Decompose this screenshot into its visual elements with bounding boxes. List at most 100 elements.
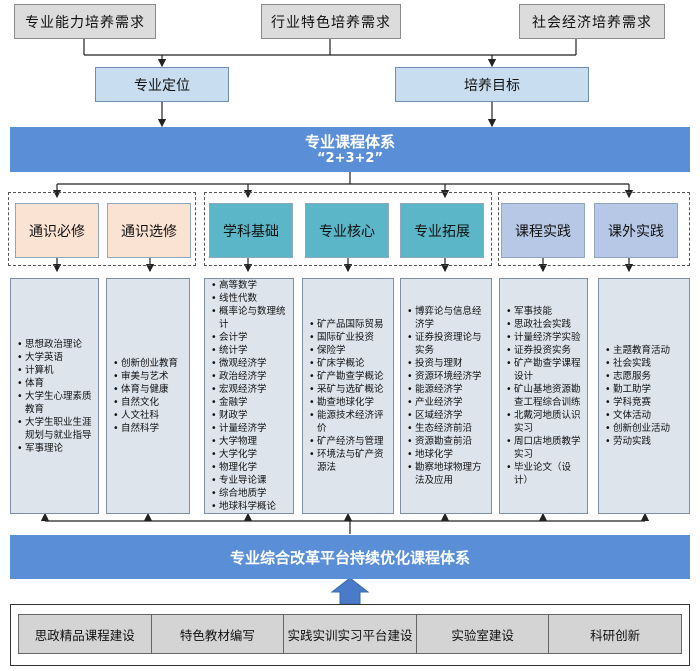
course-item: 矿产经济与管理 [309,435,388,448]
course-item: 勘察地球物理方法及应用 [407,461,486,487]
training-objective: 培养目标 [395,67,589,102]
course-item: 金融学 [211,396,288,409]
course-item: 学科竞赛 [605,396,670,409]
course-item: 主题教育活动 [605,344,670,357]
course-list: 思想政治理论大学英语计算机体育大学生心理素质教育大学生职业生涯规划与就业指导军事… [16,338,93,455]
course-list-major-core: 矿产品国际贸易国际矿业投资保险学矿床学概论矿产勘查学概论采矿与选矿概论勘查地球化… [302,278,394,514]
course-item: 思想政治理论 [17,338,93,351]
course-list: 博弈论与信息经济学证券投资理论与实务投资与理财资源环境经济学能源经济学产业经济学… [406,305,486,487]
need-professional-ability: 专业能力培养需求 [14,4,156,39]
course-list: 高等数学线性代数概率论与数理统计会计学统计学微观经济学政治经济学宏观经济学金融学… [210,279,288,513]
course-item: 体育 [17,377,93,390]
need-social-economy: 社会经济培养需求 [519,4,665,39]
course-list: 创新创业教育审美与艺术体育与健康自然文化人文社科自然科学 [112,357,178,435]
practice-group [498,192,690,266]
course-list-major-extension: 博弈论与信息经济学证券投资理论与实务投资与理财资源环境经济学能源经济学产业经济学… [400,278,492,514]
general-education-group [8,192,196,266]
foundation-practice-platform: 实践实训实习平台建设 [284,615,417,653]
course-item: 矿产勘查学概论 [309,370,388,383]
foundation-laboratory: 实验室建设 [416,615,550,653]
course-list-extracurricular-practice: 主题教育活动社会实践志愿服务勤工助学学科竞赛文体活动创新创业活动劳动实践 [598,278,690,514]
category-general-required: 通识必修 [15,203,99,258]
category-general-elective: 通识选修 [107,203,191,258]
course-item: 矿产品国际贸易 [309,318,388,331]
foundation-ideological-courses: 思政精品课程建设 [19,615,152,653]
course-item: 会计学 [211,331,288,344]
course-item: 区域经济学 [407,409,486,422]
course-list: 军事技能思政社会实践计量经济学实验证券投资实务矿产勘查学课程设计矿山基地资源勘查… [505,305,582,487]
course-item: 大学生心理素质教育 [17,390,93,416]
course-item: 大学生职业生涯规划与就业指导 [17,416,93,442]
course-item: 微观经济学 [211,357,288,370]
course-item: 能源技术经济评价 [309,409,388,435]
course-item: 博弈论与信息经济学 [407,305,486,331]
course-item: 创新创业活动 [605,422,670,435]
course-item: 统计学 [211,344,288,357]
course-item: 政治经济学 [211,370,288,383]
course-item: 物理化学 [211,461,288,474]
course-list-discipline-foundation: 高等数学线性代数概率论与数理统计会计学统计学微观经济学政治经济学宏观经济学金融学… [204,278,294,514]
course-item: 专业导论课 [211,474,288,487]
course-item: 产业经济学 [407,396,486,409]
course-system-title: 专业课程体系 [304,132,395,151]
course-item: 大学英语 [17,351,93,364]
course-item: 审美与艺术 [113,370,178,383]
course-item: 计量经济学实验 [506,331,582,344]
foundation-research-innovation: 科研创新 [549,615,681,653]
course-item: 地球化学 [407,448,486,461]
course-item: 概率论与数理统计 [211,305,288,331]
course-item: 大学物理 [211,435,288,448]
discipline-group [204,192,492,266]
course-list: 主题教育活动社会实践志愿服务勤工助学学科竞赛文体活动创新创业活动劳动实践 [604,344,670,448]
course-list-general-required: 思想政治理论大学英语计算机体育大学生心理素质教育大学生职业生涯规划与就业指导军事… [10,278,99,514]
course-item: 文体活动 [605,409,670,422]
course-item: 线性代数 [211,292,288,305]
course-system-subtitle: “2+3+2” [316,150,383,166]
course-item: 社会实践 [605,357,670,370]
course-item: 投资与理财 [407,357,486,370]
course-item: 矿产勘查学课程设计 [506,357,582,383]
course-item: 思政社会实践 [506,318,582,331]
course-item: 军事理论 [17,442,93,455]
course-system-banner: 专业课程体系 “2+3+2” [10,127,690,172]
course-item: 计量经济学 [211,422,288,435]
course-item: 北戴河地质认识实习 [506,409,582,435]
foundation-row: 思政精品课程建设 特色教材编写 实践实训实习平台建设 实验室建设 科研创新 [18,614,682,654]
course-item: 资源勘查前沿 [407,435,486,448]
course-item: 国际矿业投资 [309,331,388,344]
course-item: 矿床学概论 [309,357,388,370]
category-discipline-foundation: 学科基础 [209,203,293,258]
course-list: 矿产品国际贸易国际矿业投资保险学矿床学概论矿产勘查学概论采矿与选矿概论勘查地球化… [308,318,388,474]
course-item: 勘查地球化学 [309,396,388,409]
course-item: 志愿服务 [605,370,670,383]
foundation-textbooks: 特色教材编写 [151,615,285,653]
course-item: 勤工助学 [605,383,670,396]
course-item: 地球科学概论 [211,500,288,513]
course-item: 宏观经济学 [211,383,288,396]
course-item: 证券投资实务 [506,344,582,357]
course-item: 自然文化 [113,396,178,409]
course-item: 周口店地质教学实习 [506,435,582,461]
course-item: 能源经济学 [407,383,486,396]
course-item: 劳动实践 [605,435,670,448]
course-item: 生态经济前沿 [407,422,486,435]
course-item: 体育与健康 [113,383,178,396]
category-extracurricular-practice: 课外实践 [594,203,678,258]
course-item: 资源环境经济学 [407,370,486,383]
platform-banner: 专业综合改革平台持续优化课程体系 [10,535,690,579]
up-arrow-icon [330,577,370,605]
course-list-course-practice: 军事技能思政社会实践计量经济学实验证券投资实务矿产勘查学课程设计矿山基地资源勘查… [499,278,588,514]
category-course-practice: 课程实践 [501,203,585,258]
course-item: 人文社科 [113,409,178,422]
course-item: 军事技能 [506,305,582,318]
course-item: 保险学 [309,344,388,357]
course-item: 大学化学 [211,448,288,461]
course-item: 采矿与选矿概论 [309,383,388,396]
course-item: 环境法与矿产资源法 [309,448,388,474]
course-item: 矿山基地资源勘查工程综合训练 [506,383,582,409]
course-list-general-elective: 创新创业教育审美与艺术体育与健康自然文化人文社科自然科学 [106,278,190,514]
course-item: 综合地质学 [211,487,288,500]
major-positioning: 专业定位 [95,67,229,102]
course-item: 高等数学 [211,279,288,292]
category-major-extension: 专业拓展 [400,203,484,258]
